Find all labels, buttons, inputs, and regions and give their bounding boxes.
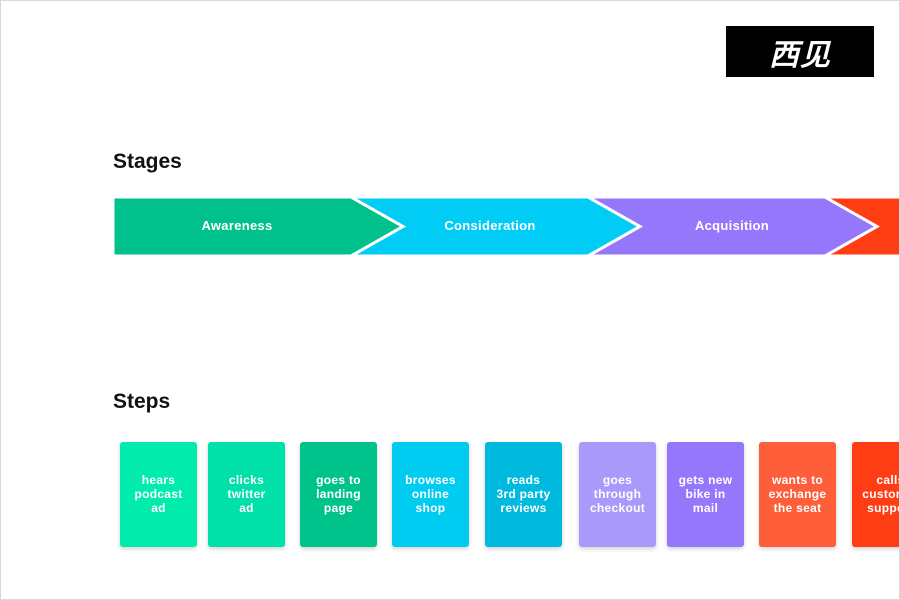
step-card[interactable]: clicks twitter ad	[208, 442, 285, 547]
step-card-label: wants to exchange the seat	[768, 473, 827, 515]
step-card[interactable]: wants to exchange the seat	[759, 442, 836, 547]
step-card-label: browses online shop	[405, 473, 456, 515]
stages-heading: Stages	[113, 150, 182, 173]
step-card-label: calls customer support	[862, 473, 899, 515]
step-card[interactable]: goes to landing page	[300, 442, 377, 547]
step-card-label: gets new bike in mail	[678, 473, 733, 515]
steps-heading: Steps	[113, 390, 171, 413]
step-card[interactable]: browses online shop	[392, 442, 469, 547]
stage-label-awareness: Awareness	[201, 218, 273, 233]
step-card[interactable]: reads 3rd party reviews	[485, 442, 562, 547]
step-card-label: clicks twitter ad	[227, 473, 266, 515]
step-card[interactable]: goes through checkout	[579, 442, 656, 547]
step-card-label: hears podcast ad	[134, 473, 183, 515]
stage-label-consideration: Consideration	[444, 218, 536, 233]
step-card-label: goes to landing page	[316, 473, 361, 515]
step-card[interactable]: hears podcast ad	[120, 442, 197, 547]
stage-label-acquisition: Acquisition	[694, 218, 770, 233]
brand-logo: 西见	[726, 26, 874, 77]
step-card[interactable]: calls customer support	[852, 442, 899, 547]
step-card-label: reads 3rd party reviews	[496, 473, 551, 515]
step-card[interactable]: gets new bike in mail	[667, 442, 744, 547]
stage-chevron-fourth[interactable]	[819, 195, 900, 258]
step-card-label: goes through checkout	[589, 473, 646, 515]
